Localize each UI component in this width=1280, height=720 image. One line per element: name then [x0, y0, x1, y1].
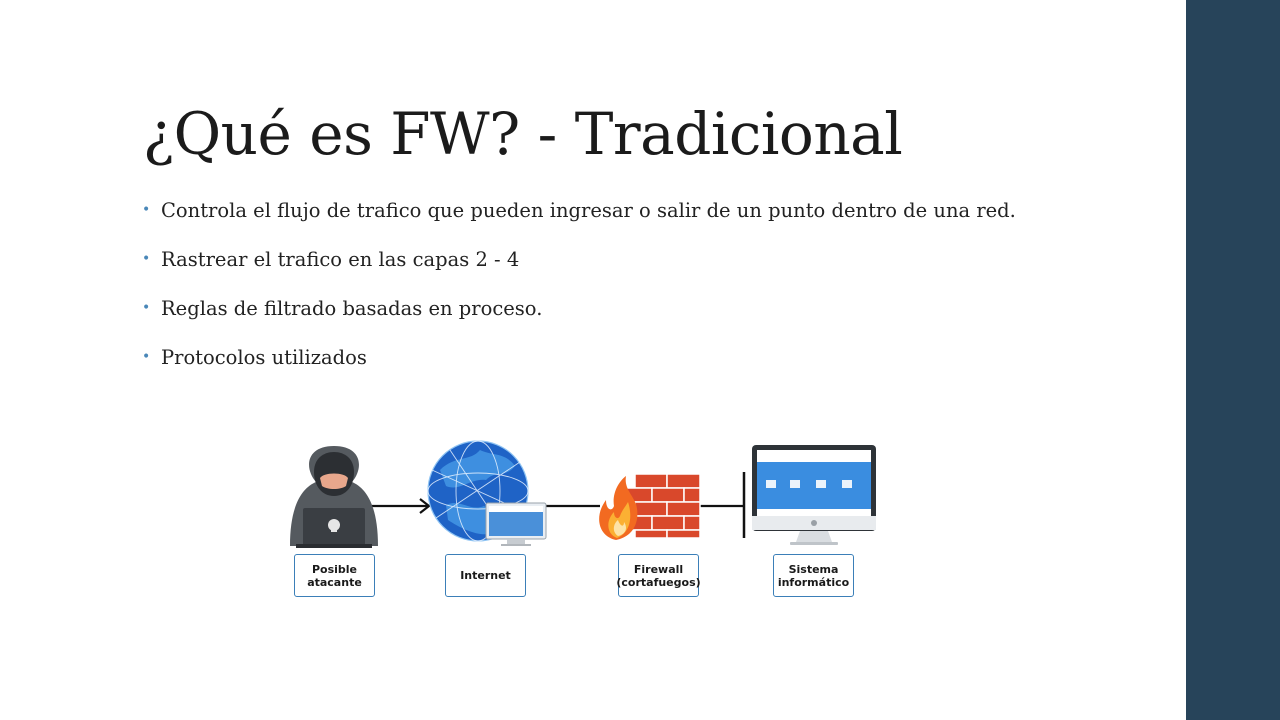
bullet-item: • Rastrear el trafico en las capas 2 - 4: [142, 247, 1042, 273]
right-sidebar-band: [1186, 0, 1280, 720]
bullet-text: Controla el flujo de trafico que pueden …: [161, 199, 1016, 222]
bullet-text: Rastrear el trafico en las capas 2 - 4: [161, 248, 520, 271]
bullet-text: Reglas de filtrado basadas en proceso.: [161, 297, 543, 320]
monitor-icon: [752, 445, 876, 545]
bullet-list: • Controla el flujo de trafico que pueden…: [142, 198, 1042, 394]
hacker-icon: [290, 446, 378, 548]
label-internet-text: Internet: [460, 569, 511, 582]
firewall-icon: [599, 473, 701, 540]
bullet-item: • Protocolos utilizados: [142, 345, 1042, 371]
bullet-dot-icon: •: [142, 202, 151, 218]
bullet-item: • Controla el flujo de trafico que pueden…: [142, 198, 1042, 224]
bullet-item: • Reglas de filtrado basadas en proceso.: [142, 296, 1042, 322]
bullet-dot-icon: •: [142, 251, 151, 267]
bullet-text: Protocolos utilizados: [161, 346, 367, 369]
label-internet: Internet: [445, 554, 526, 597]
bullet-dot-icon: •: [142, 349, 151, 365]
label-system-text: Sistema informático: [777, 562, 850, 589]
label-firewall: Firewall (cortafuegos): [616, 554, 701, 597]
bullet-dot-icon: •: [142, 300, 151, 316]
label-attacker: Posible atacante: [294, 554, 375, 597]
slide-title: ¿Qué es FW? - Tradicional: [143, 100, 903, 168]
label-attacker-text: Posible atacante: [307, 562, 362, 589]
connector-lines: [362, 472, 746, 538]
label-system: Sistema informático: [773, 554, 854, 597]
label-firewall-text: Firewall (cortafuegos): [616, 562, 701, 589]
globe-icon: [427, 440, 547, 546]
